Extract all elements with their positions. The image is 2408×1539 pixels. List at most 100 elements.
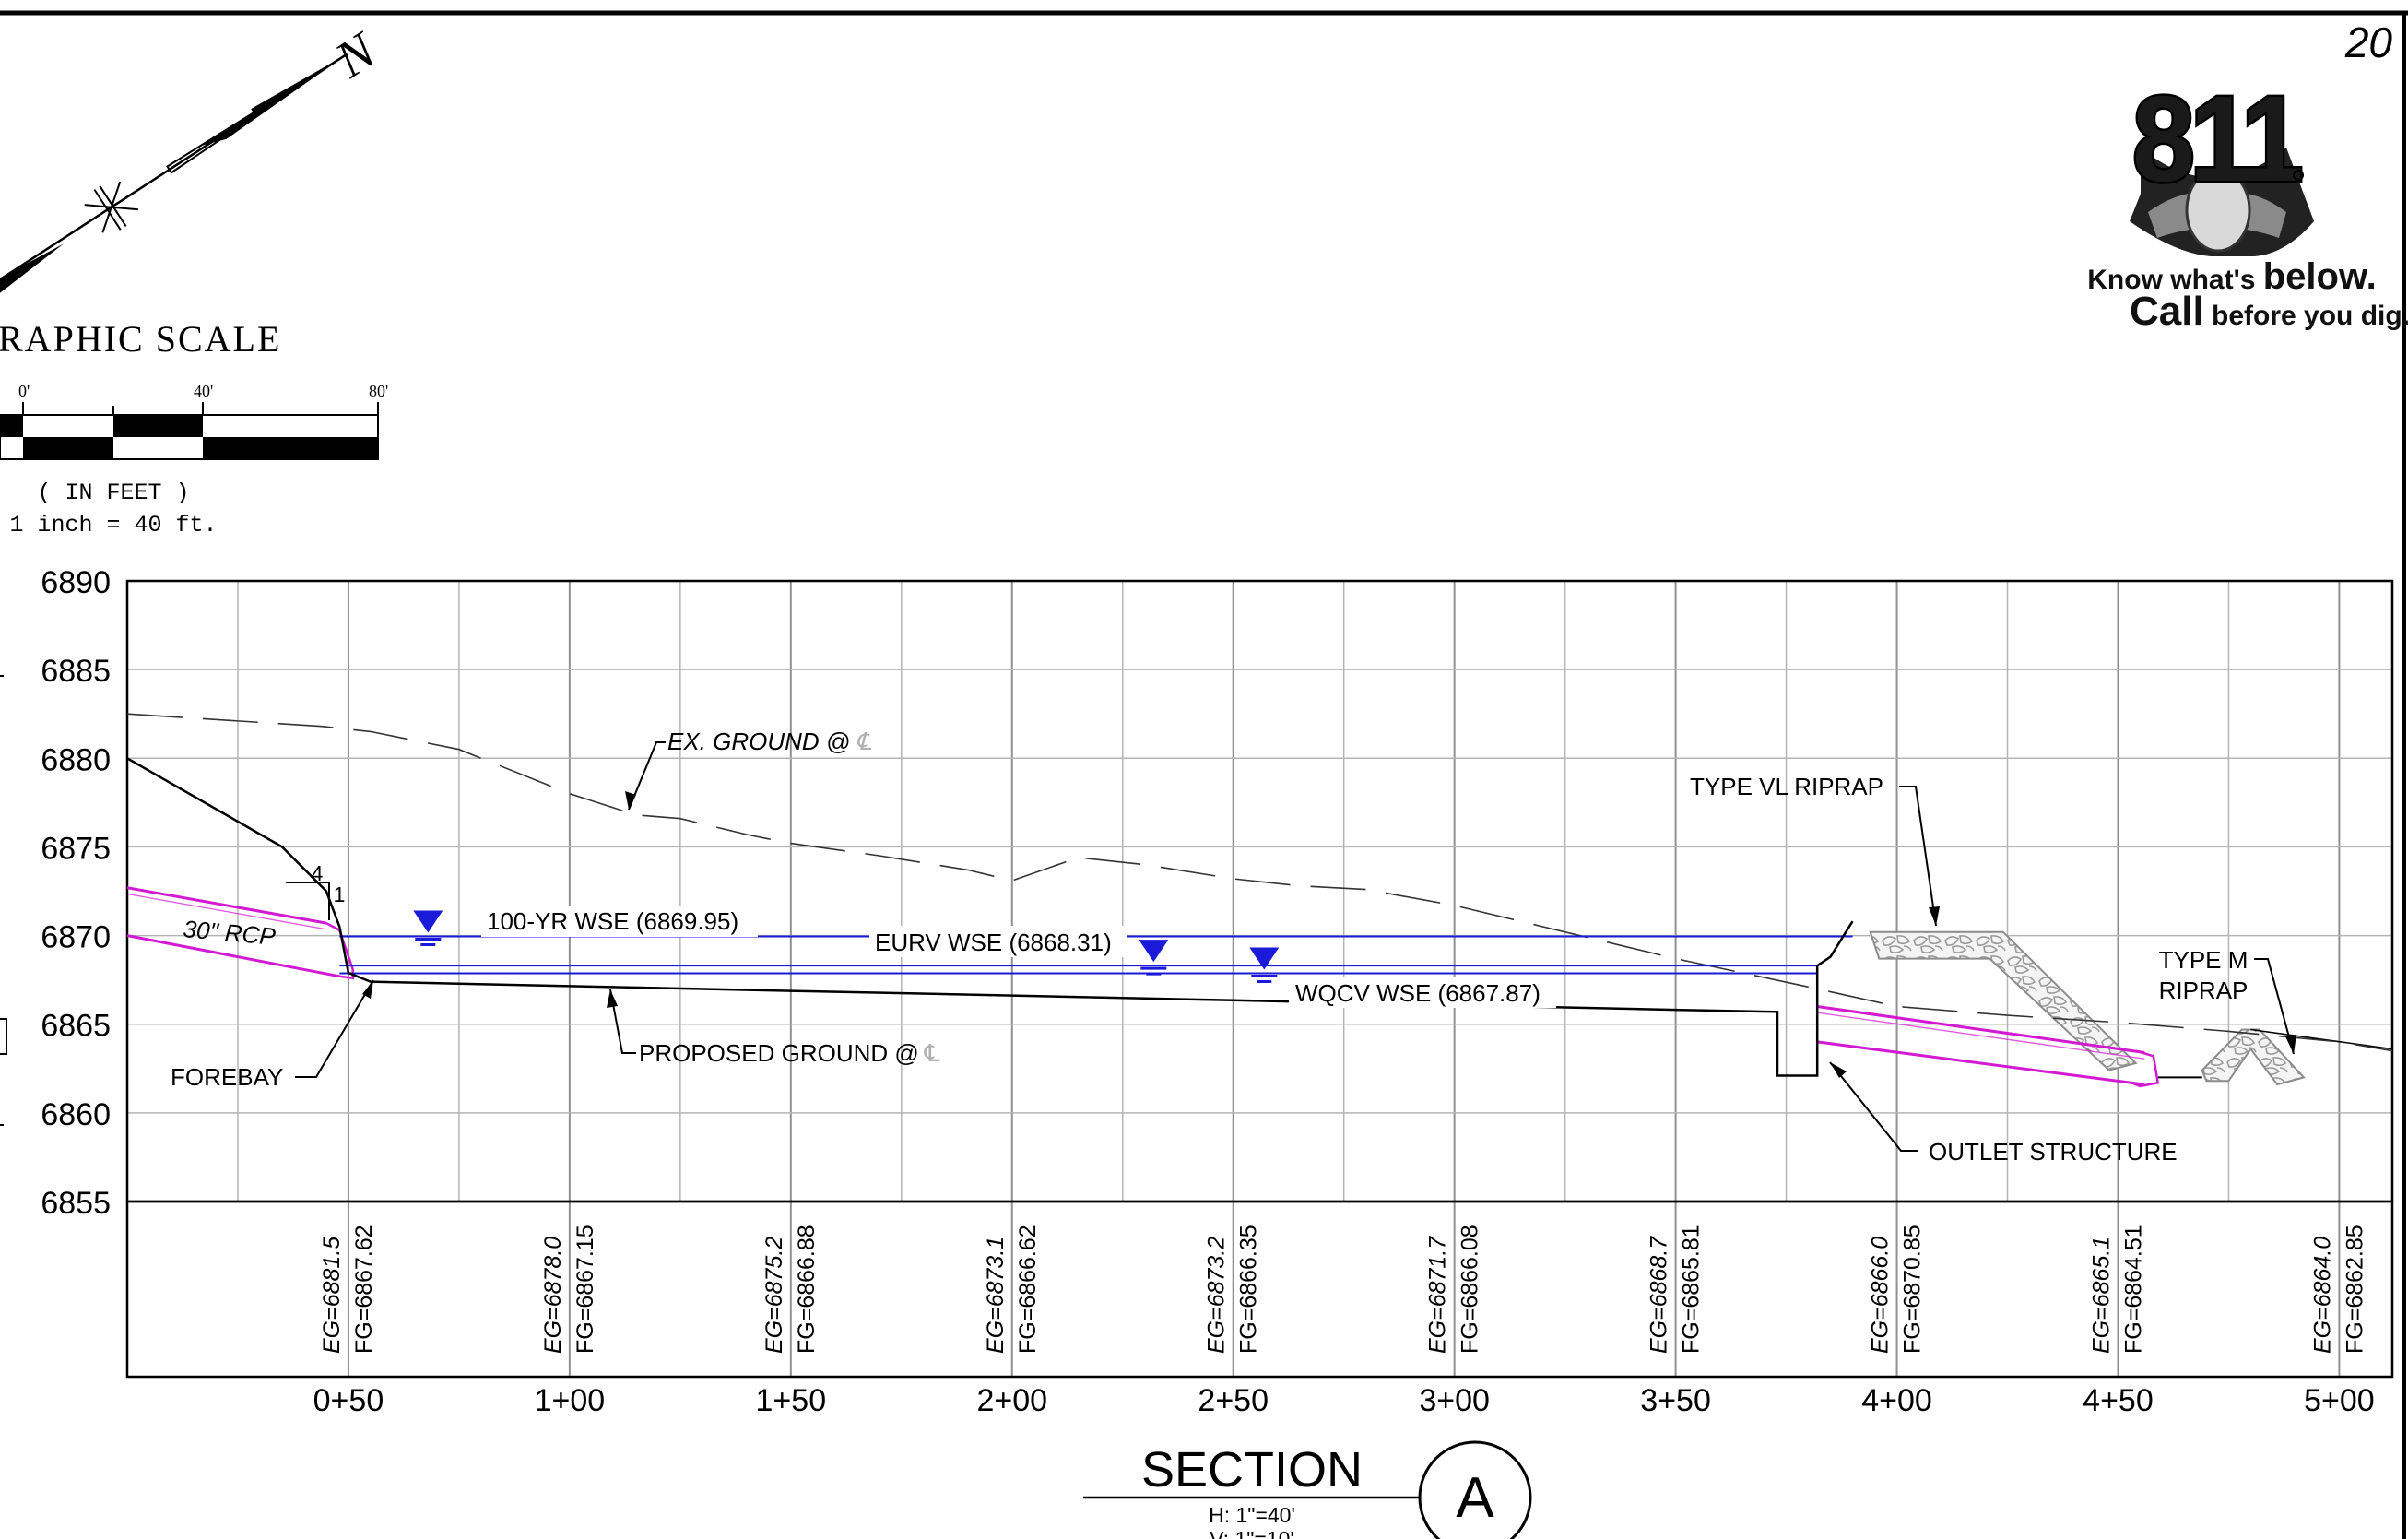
station-eg-label: EG=6881.5	[319, 1237, 345, 1354]
station-tick-label: 2+00	[976, 1383, 1047, 1418]
inlet-flared-end	[325, 921, 354, 980]
station-tick-label: 5+00	[2304, 1383, 2375, 1418]
forebay-label: FOREBAY	[171, 1063, 283, 1091]
graphic-scale: RAPHIC SCALE 0' 40' 80' ( IN FEET ) 1 in…	[0, 318, 388, 539]
logo-811-number: 811	[2132, 71, 2300, 207]
rcp-pipe-label: 30" RCP	[182, 915, 277, 951]
wse-wqcv-text: WQCV WSE (6867.87)	[1295, 979, 1540, 1007]
station-label-frame	[125, 1200, 2394, 1379]
proposed-ground-label: PROPOSED GROUND @℄	[639, 1039, 940, 1067]
scale-tick-label: 80'	[369, 382, 388, 400]
type-m-riprap-label-1: TYPE M	[2159, 946, 2249, 974]
station-eg-label: EG=6873.1	[983, 1237, 1009, 1354]
logo-811-line1: Know what's below.	[2087, 256, 2376, 297]
station-fg-label: FG=6866.62	[1015, 1225, 1041, 1354]
station-tick-label: 2+50	[1198, 1383, 1269, 1418]
station-fg-label: FG=6866.08	[1458, 1225, 1483, 1354]
type-m-riprap-fill	[2201, 1028, 2306, 1086]
station-fg-label: FG=6867.15	[572, 1225, 598, 1354]
annotation-ex-ground: EX. GROUND @℄	[625, 728, 872, 811]
pipe-layer	[127, 886, 2160, 1088]
elevation-tick-label: 6880	[41, 742, 111, 777]
station-tick-label: 1+00	[535, 1383, 606, 1418]
elevation-tick-label: 6885	[41, 654, 111, 689]
inlet-pipe-top	[127, 886, 327, 925]
section-title: SECTION	[1141, 1442, 1363, 1498]
profile-grid	[125, 579, 2394, 1379]
call-811-logo: 811 Know what's below. Call before you d…	[2087, 69, 2408, 335]
outlet-pipe-wall	[1817, 1012, 2145, 1060]
wse-label-eurv: EURV WSE (6868.31)	[869, 926, 1127, 957]
logo-811-line2: Call before you dig.	[2130, 289, 2408, 334]
station-fg-label: FG=6867.62	[351, 1225, 377, 1354]
type-vl-riprap-fill	[1869, 930, 2138, 1071]
water-surface-marker-icon	[413, 910, 443, 933]
elevation-tick-label: 6860	[41, 1097, 111, 1132]
station-eg-label: EG=6866.0	[1868, 1237, 1894, 1354]
station-fg-label: FG=6870.85	[1900, 1225, 1926, 1354]
type-m-riprap-label-2: RIPRAP	[2159, 977, 2249, 1004]
annotation-proposed-ground: PROPOSED GROUND @℄	[607, 989, 940, 1067]
inlet-pipe-wall	[127, 893, 327, 930]
station-tick-label: 1+50	[756, 1383, 827, 1418]
cropped-edge-marks	[0, 675, 7, 1126]
station-tick-label: 4+50	[2083, 1383, 2154, 1418]
ex-ground-label: EX. GROUND @℄	[667, 728, 872, 755]
station-fg-label: FG=6866.35	[1236, 1225, 1262, 1354]
elevation-tick-label: 6870	[41, 920, 111, 955]
station-fg-label: FG=6866.88	[794, 1225, 820, 1354]
elevation-tick-label: 6890	[41, 565, 111, 600]
proposed-ground-line	[127, 757, 1854, 1077]
inlet-pipe-bottom	[127, 934, 340, 978]
station-eg-label: EG=6871.7	[1425, 1236, 1451, 1354]
wse-label-100yr: 100-YR WSE (6869.95)	[481, 906, 758, 937]
water-surface-marker-icon	[1249, 947, 1280, 970]
slope-indicator: 4 1	[286, 861, 345, 920]
outlet-structure-label: OUTLET STRUCTURE	[1929, 1138, 2178, 1166]
station-eg-label: EG=6868.7	[1647, 1236, 1672, 1354]
station-eg-label: EG=6873.2	[1204, 1237, 1230, 1354]
section-h-scale: H: 1"=40'	[1209, 1503, 1295, 1527]
annotation-outlet-structure: OUTLET STRUCTURE	[1829, 1061, 2178, 1166]
station-eg-label: EG=6875.2	[761, 1237, 787, 1354]
sheet-number: 20	[2344, 18, 2393, 66]
section-letter: A	[1456, 1466, 1494, 1530]
scale-tick-label: 0'	[18, 382, 30, 400]
annotation-type-m-riprap: TYPE M RIPRAP	[2159, 946, 2296, 1055]
type-vl-riprap-label: TYPE VL RIPRAP	[1690, 773, 1883, 800]
station-eg-label: EG=6864.0	[2309, 1237, 2335, 1354]
plot-frame	[125, 579, 2394, 1203]
section-v-scale: V: 1"=10'	[1210, 1527, 1294, 1539]
scale-bar	[0, 402, 379, 460]
station-tick-label: 3+00	[1419, 1383, 1490, 1418]
existing-ground-line	[127, 713, 2392, 1052]
elevation-tick-label: 6865	[41, 1009, 111, 1044]
slope-rise: 1	[334, 882, 346, 906]
annotation-type-vl-riprap: TYPE VL RIPRAP	[1690, 773, 1940, 927]
graphic-scale-units: ( IN FEET )	[37, 479, 189, 506]
shovel-icon	[2185, 168, 2251, 253]
riprap-layer	[1869, 930, 2392, 1086]
station-fg-label: FG=6864.51	[2120, 1225, 2146, 1354]
outlet-pipe-bottom	[1817, 1040, 2145, 1086]
graphic-scale-ratio: 1 inch = 40 ft.	[9, 512, 217, 539]
station-eg-label: EG=6878.0	[540, 1237, 566, 1354]
annotation-forebay: FOREBAY	[171, 979, 374, 1091]
station-tick-label: 0+50	[313, 1383, 384, 1418]
station-fg-label: FG=6865.81	[1679, 1225, 1705, 1354]
scale-tick-label: 40'	[194, 382, 213, 400]
station-fg-label: FG=6862.85	[2342, 1225, 2367, 1354]
station-tick-label: 4+00	[1861, 1383, 1932, 1418]
section-title-block: SECTION A H: 1"=40' V: 1"=10'	[1083, 1440, 1532, 1539]
station-eg-label: EG=6865.1	[2088, 1237, 2114, 1354]
water-surface-marker-icon	[1139, 940, 1169, 963]
wse-eurv-text: EURV WSE (6868.31)	[875, 929, 1112, 956]
channel-slope-line	[2250, 1028, 2392, 1050]
wse-label-wqcv: WQCV WSE (6867.87)	[1289, 977, 1556, 1008]
outlet-pipe-top	[1816, 1005, 2145, 1054]
north-label: N	[325, 21, 388, 89]
elevation-tick-label: 6875	[41, 831, 111, 866]
